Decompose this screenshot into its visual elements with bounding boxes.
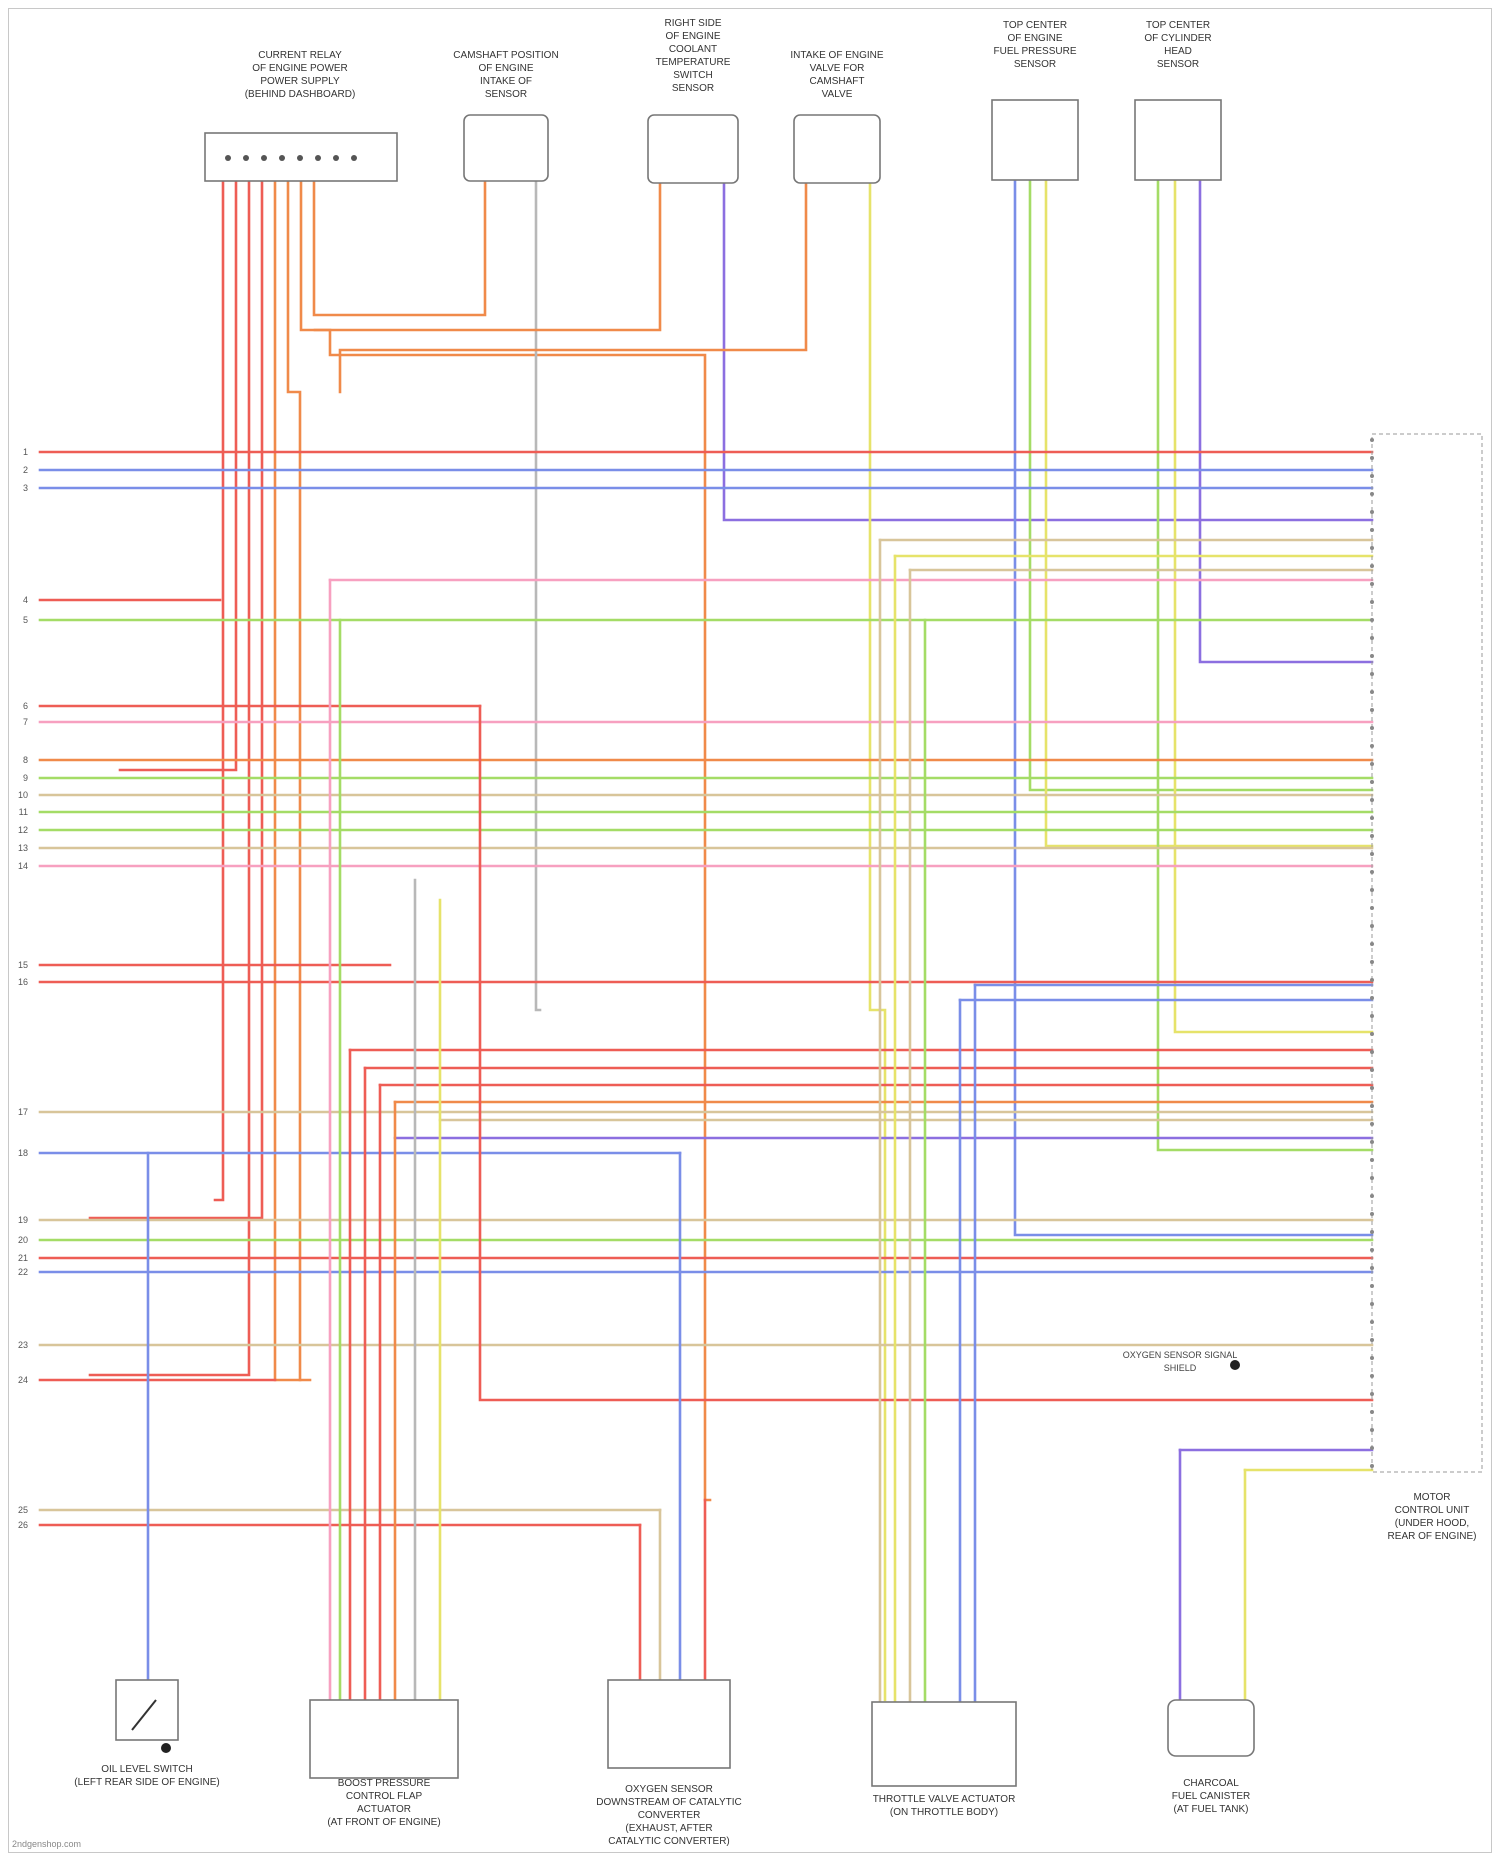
- page-frame: [8, 8, 1492, 1853]
- footer-text: 2ndgenshop.com: [12, 1839, 81, 1849]
